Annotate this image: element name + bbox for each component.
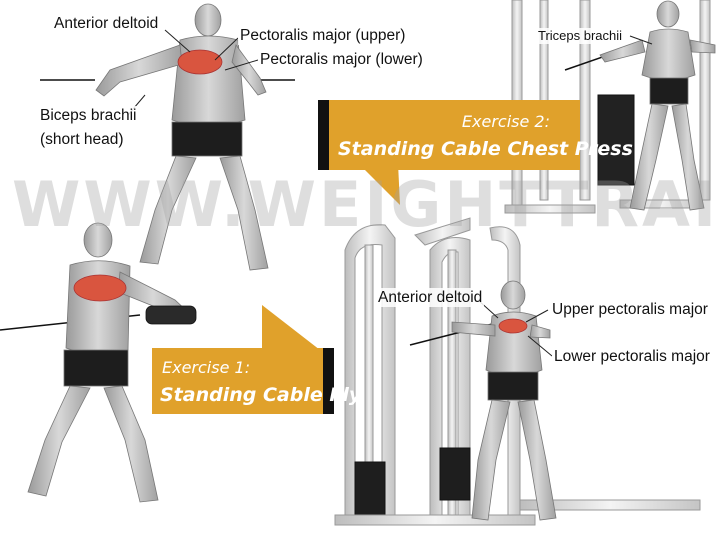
label-anterior-deltoid-2: Anterior deltoid <box>376 288 485 307</box>
label-triceps-brachii: Triceps brachii <box>536 28 625 44</box>
exercise-2-callout: Exercise 2: Standing Cable Chest Press <box>318 100 633 170</box>
man-figure-bottom <box>27 222 197 503</box>
exercise-1-title: Standing Cable Fly <box>160 384 362 406</box>
label-leader-lines <box>127 29 653 357</box>
exercise-2-title: Standing Cable Chest Press <box>338 138 633 160</box>
callout-bar <box>323 348 334 414</box>
exercise-1-kicker: Exercise 1: <box>162 358 251 377</box>
label-biceps-brachii: Biceps brachii <box>38 106 139 125</box>
label-upper-pectoralis-major: Upper pectoralis major <box>550 300 710 319</box>
exercise-2-kicker: Exercise 2: <box>461 112 550 131</box>
label-pectoralis-major-lower: Pectoralis major (lower) <box>258 50 425 69</box>
callout-bar <box>318 100 329 170</box>
label-lower-pectoralis-major: Lower pectoralis major <box>552 347 712 366</box>
callout-pointer-1 <box>262 305 320 350</box>
woman-figure-bottom <box>451 280 557 521</box>
label-pectoralis-major-upper: Pectoralis major (upper) <box>238 26 408 45</box>
woman-figure-top <box>599 0 716 211</box>
label-biceps-short-head: (short head) <box>38 130 126 149</box>
label-anterior-deltoid-1: Anterior deltoid <box>52 14 161 33</box>
exercise-1-callout: Exercise 1: Standing Cable Fly <box>152 348 361 414</box>
watermark-text: WWW.WEIGHTTRAINING.GUIDE <box>12 168 720 241</box>
man-figure-top <box>95 3 269 271</box>
